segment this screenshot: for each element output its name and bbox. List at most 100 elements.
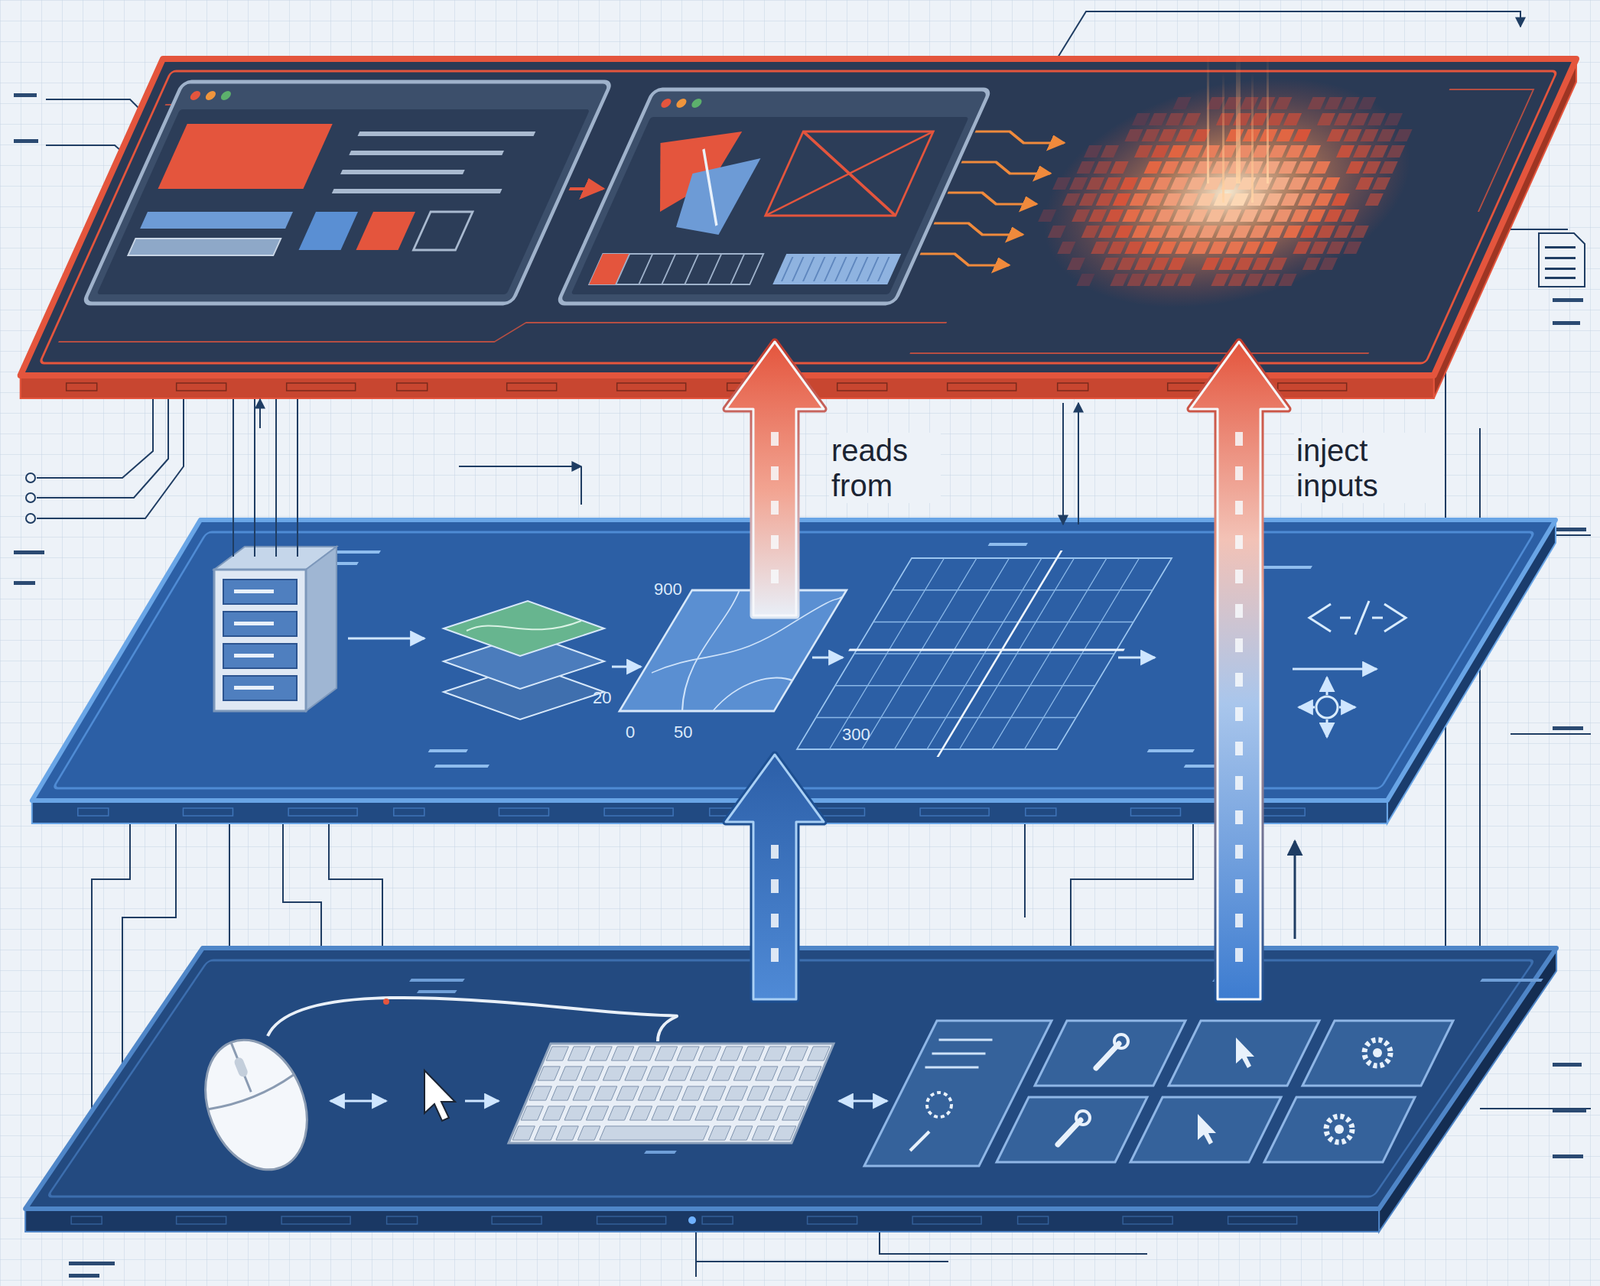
note-bar [988,543,1028,547]
ui-grid-line [615,253,630,285]
arrow-label: reads from [829,432,941,504]
status-dot [383,998,390,1005]
front-detail [1057,383,1089,391]
pixel [1266,225,1285,238]
gear-icon [1326,1116,1353,1143]
pixel [1379,161,1399,174]
keyboard-key [633,1047,656,1061]
map-contour [651,596,843,674]
keyboard-key [760,1106,783,1121]
keyboard-key [725,1086,748,1101]
drawer-handle [234,589,274,594]
pixel [1081,225,1100,238]
keyboard-key [543,1106,566,1121]
pixel [1365,193,1384,206]
arrow-dash [1235,569,1243,584]
keyboard-key [689,1066,713,1081]
pixel [1124,241,1143,254]
grid-rule [816,717,1077,719]
keyboard-key [629,1106,652,1121]
direction-arrow [1326,719,1329,738]
front-detail [286,383,356,391]
pixel [1172,97,1191,110]
light-beam [1235,53,1241,184]
pixel [1165,225,1184,238]
arrow-dash [1235,604,1243,618]
pixel [1314,193,1334,206]
pixel [1326,241,1345,254]
pixel [1218,257,1237,270]
front-detail [78,808,109,817]
pixel [1281,193,1300,206]
pixel [1340,209,1360,222]
pixel [1292,129,1311,142]
pixel [1163,193,1182,206]
pixel [1088,209,1107,222]
leader-wire [282,823,322,957]
pixel [1141,241,1160,254]
pixel [1131,225,1151,238]
app-window [83,81,612,304]
window-dot [188,91,202,101]
pixel [1095,193,1115,206]
pixel [1307,209,1326,222]
note-bar [1552,1063,1582,1067]
read-arrow [725,341,824,616]
pixel [1256,209,1275,222]
pixel [1052,177,1071,190]
terminal-dot [26,513,36,524]
arrow-dash [1235,432,1243,446]
leader-wire [36,382,184,519]
keyboard-key [608,1106,631,1121]
window-dot [674,98,688,108]
pixel [1206,209,1225,222]
pixel [1384,113,1403,126]
thin-arrow [1294,841,1297,940]
keyboard-key [773,1126,797,1141]
keyboard-key [585,1106,609,1121]
text-line [357,131,537,137]
front-detail [176,383,227,391]
label-holder: reads from [829,432,941,504]
note-bar [643,1151,677,1155]
pixel [1235,257,1254,270]
arrow-label: inject inputs [1294,432,1444,504]
direction-arrow [1298,706,1315,709]
pixel [1201,145,1220,158]
pixel [1352,145,1372,158]
cut-line [669,149,752,226]
keyboard-key [698,1047,721,1061]
pixel [1115,225,1134,238]
keyboard-key [556,1126,579,1141]
keyboard-key [703,1086,726,1101]
keyboard-key [624,1066,648,1081]
window-dot [689,98,703,108]
keyboard-key [646,1066,669,1081]
keyboard-key [716,1106,739,1121]
pixel [1239,209,1259,222]
pixel [1283,225,1302,238]
note-bar [13,581,36,586]
pixel [1047,225,1067,238]
pixel [1174,129,1194,142]
note-bar [409,978,466,983]
pixel [1307,97,1326,110]
pixel [1107,241,1126,254]
inject-arrow [1190,341,1288,1000]
signal-wire [929,223,1029,235]
ui-square [356,211,417,251]
layer-surface [39,71,1558,364]
pixel [1285,145,1305,158]
pixel [1216,113,1235,126]
pixel [1157,241,1177,254]
pixel [1359,129,1379,142]
image-placeholder [765,131,934,216]
pixel [1302,145,1321,158]
leader-wire [328,823,383,953]
pixel [1333,225,1353,238]
pixel [1037,209,1057,222]
note-bar [13,93,37,98]
pixel [1222,209,1242,222]
flow-arrow [347,637,425,641]
gear-hub [1334,1125,1344,1135]
